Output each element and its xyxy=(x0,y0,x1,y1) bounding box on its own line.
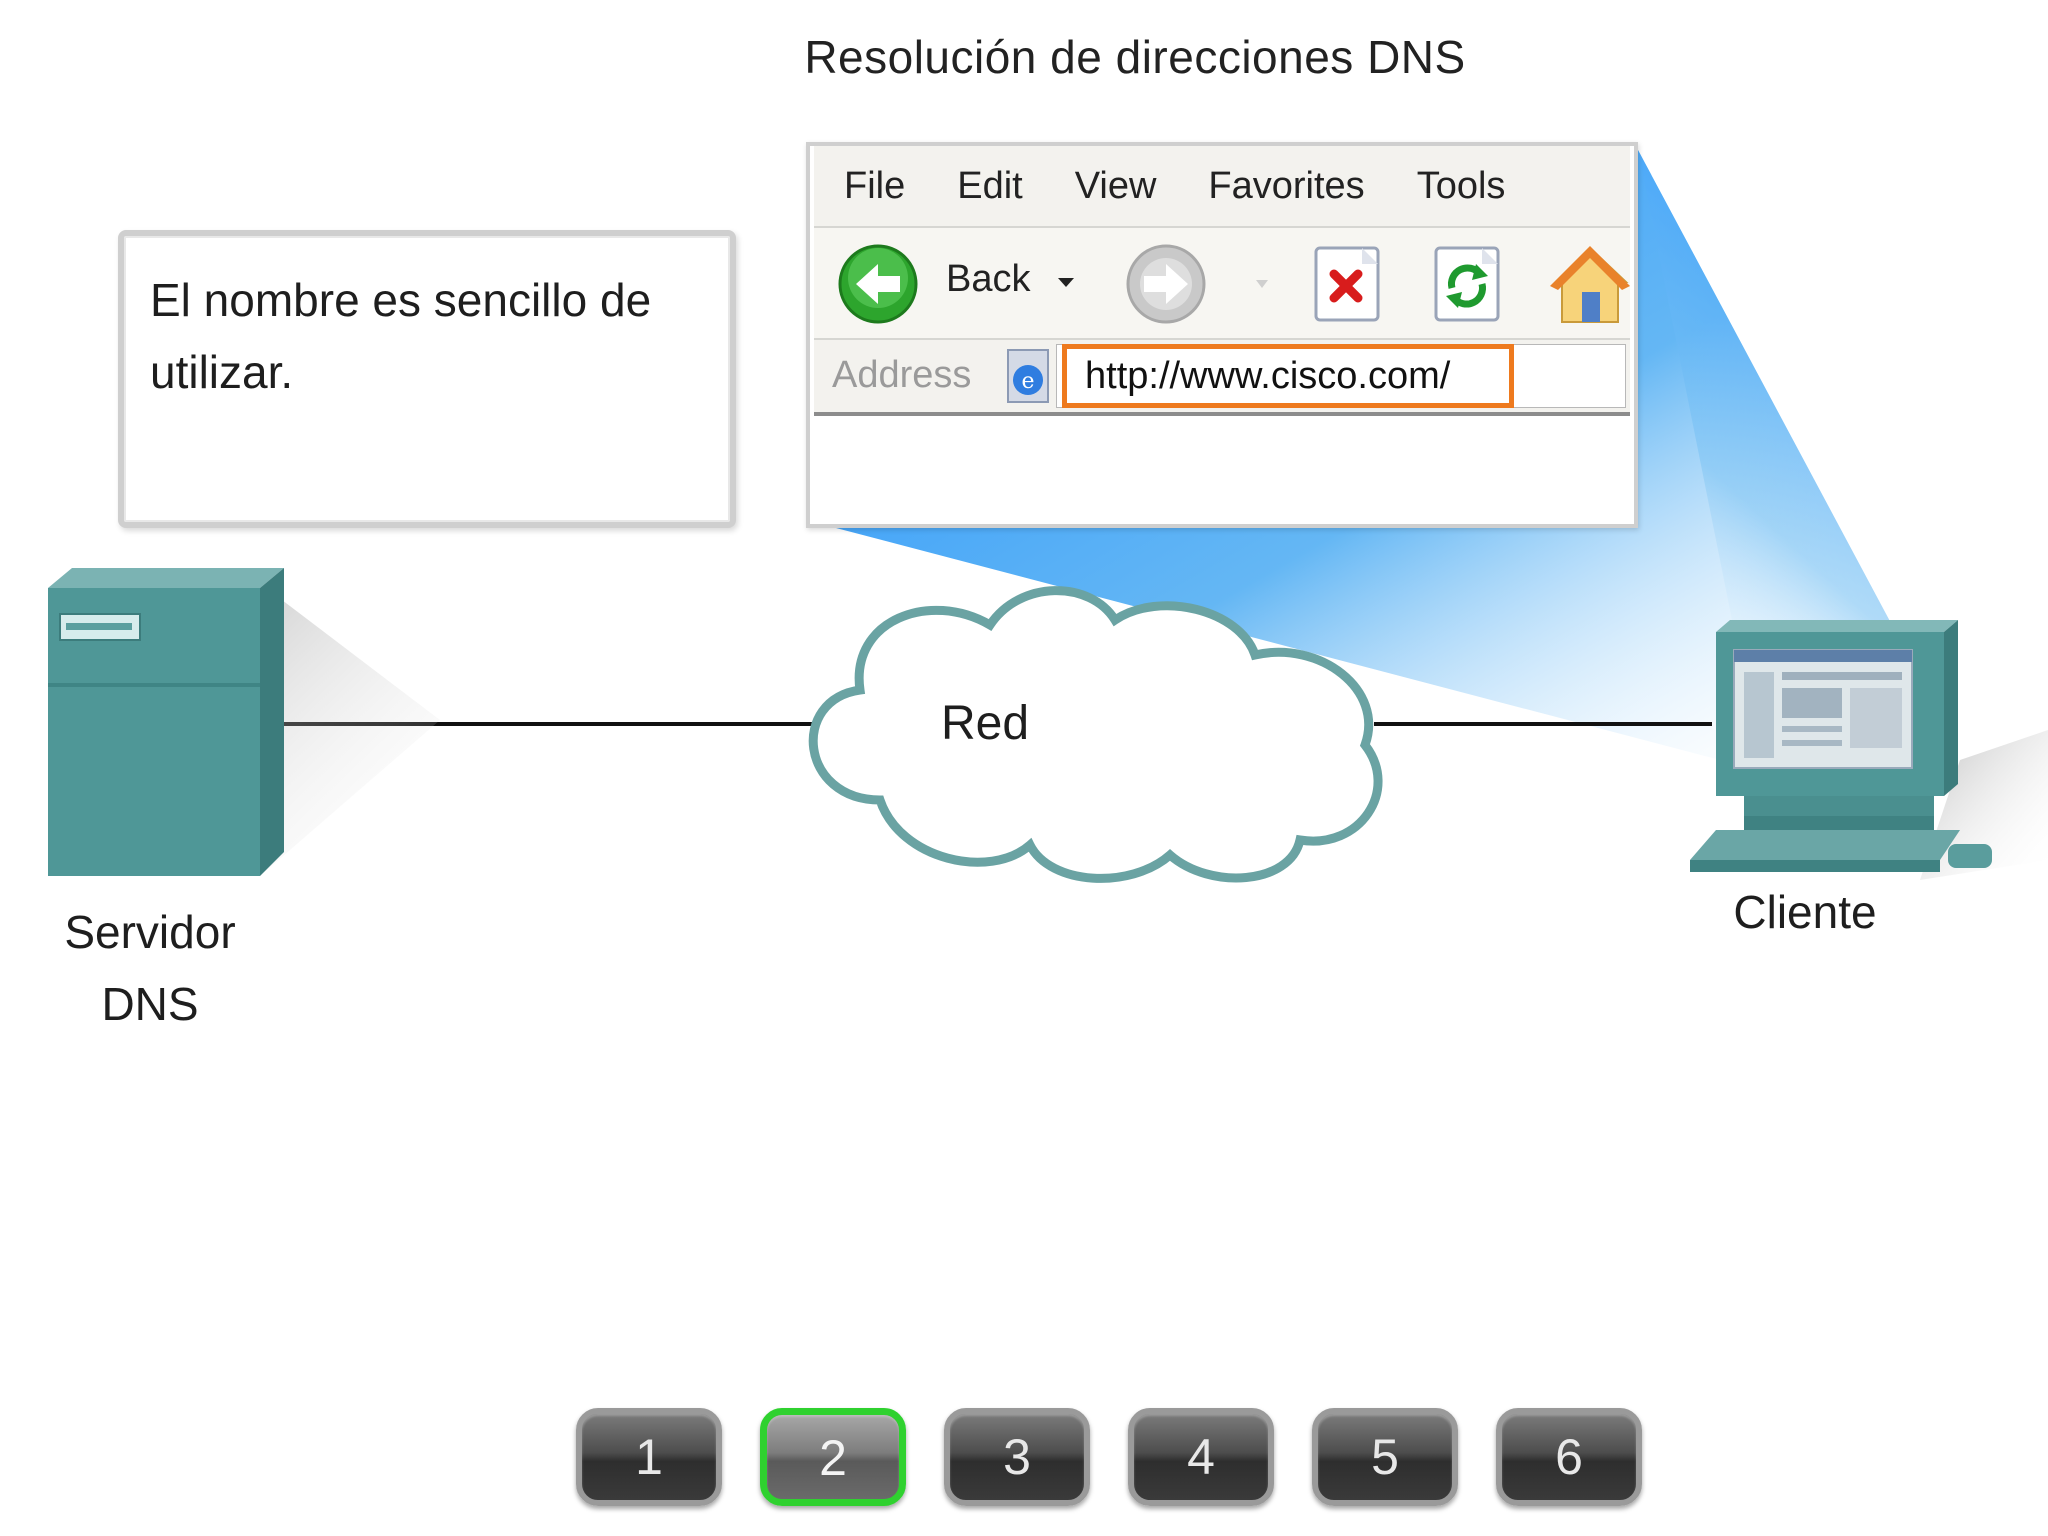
back-label[interactable]: Back xyxy=(946,258,1031,300)
refresh-icon[interactable] xyxy=(1430,244,1506,324)
network-label: Red xyxy=(940,697,1030,750)
client-shadow xyxy=(1920,730,2048,880)
url-input-highlight[interactable]: http://www.cisco.com/ xyxy=(1062,344,1514,408)
address-bar: Address e http://www.cisco.com/ xyxy=(814,340,1630,416)
step-button-5[interactable]: 5 xyxy=(1312,1408,1458,1506)
client-pc-icon xyxy=(1690,620,1992,872)
back-arrow-icon[interactable] xyxy=(836,242,920,326)
forward-arrow-icon[interactable] xyxy=(1124,242,1208,326)
home-icon[interactable] xyxy=(1548,240,1632,326)
back-dropdown-icon[interactable] xyxy=(1056,272,1076,292)
step-button-1[interactable]: 1 xyxy=(576,1408,722,1506)
menu-file[interactable]: File xyxy=(844,164,906,207)
menu-edit[interactable]: Edit xyxy=(957,164,1023,207)
callout-text: El nombre es sencillo de utilizar. xyxy=(150,274,652,398)
address-field[interactable] xyxy=(1056,344,1626,408)
step-button-6[interactable]: 6 xyxy=(1496,1408,1642,1506)
server-label-line1: Servidor xyxy=(64,906,236,958)
browser-toolbar: Back xyxy=(814,228,1630,340)
server-label: Servidor DNS xyxy=(20,896,280,1040)
browser-window: File Edit View Favorites Tools Back xyxy=(806,142,1638,528)
step-button-3[interactable]: 3 xyxy=(944,1408,1090,1506)
dns-server-icon xyxy=(48,568,284,876)
address-label: Address xyxy=(832,354,972,396)
step-button-2[interactable]: 2 xyxy=(760,1408,906,1506)
stop-icon[interactable] xyxy=(1310,244,1386,324)
server-label-line2: DNS xyxy=(101,978,199,1030)
client-label: Cliente xyxy=(1733,886,1877,938)
forward-dropdown-icon xyxy=(1256,280,1268,288)
browser-menu-bar: File Edit View Favorites Tools xyxy=(814,146,1630,228)
explanation-callout: El nombre es sencillo de utilizar. xyxy=(118,230,736,528)
menu-tools[interactable]: Tools xyxy=(1416,164,1506,207)
svg-text:e: e xyxy=(1021,369,1034,394)
menu-favorites[interactable]: Favorites xyxy=(1208,164,1365,207)
menu-view[interactable]: View xyxy=(1074,164,1157,207)
page-icon: e xyxy=(1007,349,1049,403)
network-cloud-icon xyxy=(808,586,1383,883)
step-button-4[interactable]: 4 xyxy=(1128,1408,1274,1506)
projection-beam-edge xyxy=(1638,150,1900,760)
diagram-title: Resolución de direcciones DNS xyxy=(804,31,1466,83)
